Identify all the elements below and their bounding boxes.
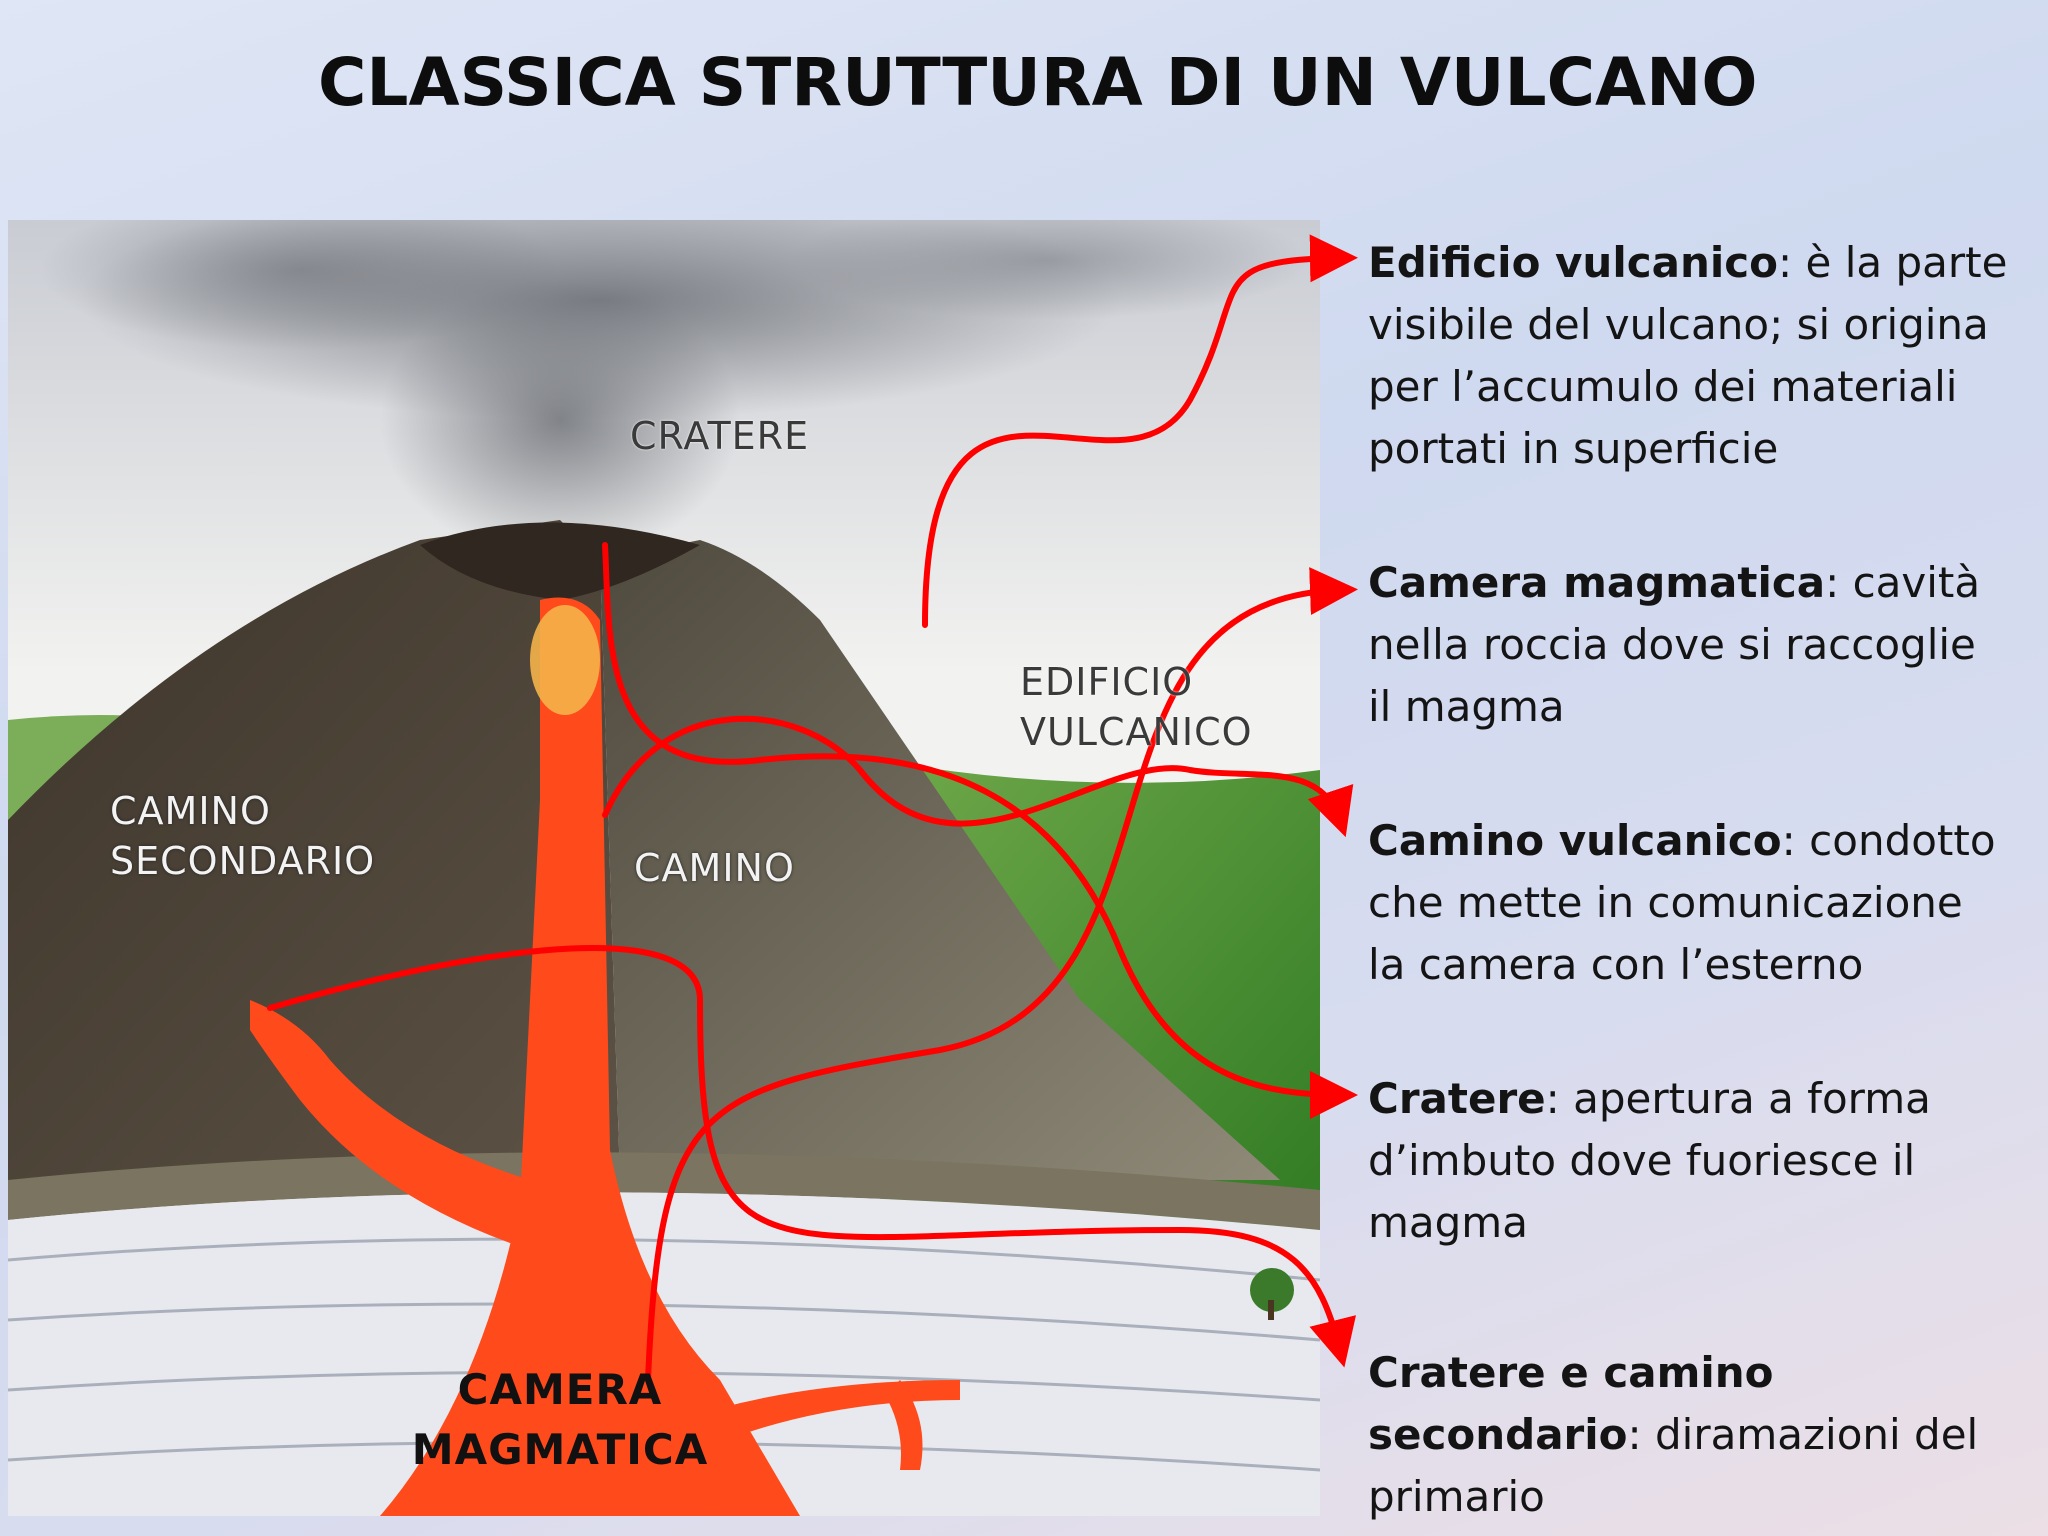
- definition-term: Camino vulcanico: [1368, 816, 1782, 865]
- definition-text: : condotto che mette in comunicazione la…: [1368, 816, 1996, 989]
- definition-camino-vulcanico: Camino vulcanico: condotto che mette in …: [1368, 810, 2008, 996]
- arrow-cratere: [602, 542, 1358, 1119]
- label-camino-secondario-line2: SECONDARIO: [110, 839, 376, 883]
- definition-cratere-camino-secondario: Cratere e camino secondario: diramazioni…: [1368, 1342, 2008, 1528]
- label-edificio-line1: EDIFICIO: [1020, 660, 1194, 704]
- definition-term: Cratere e camino secondario: [1368, 1348, 1774, 1459]
- volcano-picture: [8, 220, 1320, 1516]
- label-camera-line1: CAMERA: [457, 1365, 663, 1414]
- arrow-secondario: [267, 945, 1356, 1368]
- arrow-edificio: [922, 234, 1358, 628]
- definition-text: : diramazioni del primario: [1368, 1410, 1979, 1521]
- definition-camera-magmatica: Camera magmatica: cavità nella roccia do…: [1368, 552, 2008, 738]
- definition-cratere: Cratere: apertura a forma d’imbuto dove …: [1368, 1068, 2008, 1254]
- page-title: CLASSICA STRUTTURA DI UN VULCANO: [318, 44, 1758, 121]
- definition-text: : cavità nella roccia dove si raccoglie …: [1368, 558, 1981, 731]
- annotation-arrows: [267, 234, 1358, 1383]
- definition-term: Edificio vulcanico: [1368, 238, 1779, 287]
- arrow-camino: [602, 715, 1354, 838]
- label-camino-secondario-line1: CAMINO: [110, 789, 271, 833]
- label-camera-line2: MAGMATICA: [411, 1425, 709, 1474]
- label-camino: CAMINO: [634, 846, 795, 890]
- definition-edificio-vulcanico: Edificio vulcanico: è la parte visibile …: [1368, 232, 2008, 480]
- definition-term: Cratere: [1368, 1074, 1546, 1123]
- definition-text: : è la parte visibile del vulcano; si or…: [1368, 238, 2008, 473]
- definition-text: : apertura a forma d’imbuto dove fuories…: [1368, 1074, 1931, 1247]
- arrow-camera: [645, 567, 1358, 1383]
- label-cratere: CRATERE: [630, 414, 810, 458]
- label-edificio-line2: VULCANICO: [1020, 710, 1253, 754]
- definition-term: Camera magmatica: [1368, 558, 1826, 607]
